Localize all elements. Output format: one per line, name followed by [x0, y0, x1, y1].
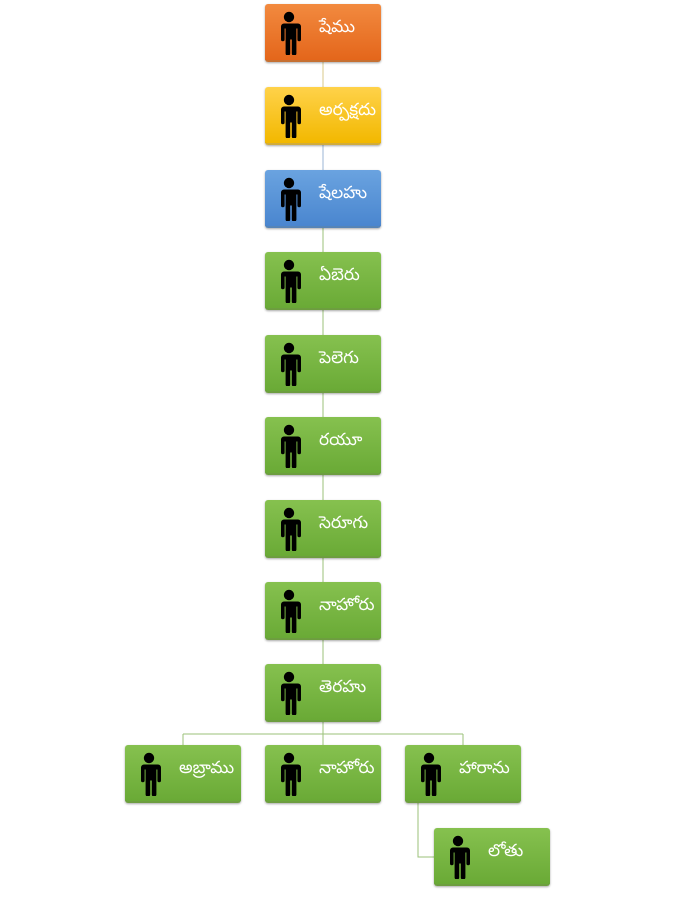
person-node[interactable]: నాహోరు [265, 582, 381, 640]
person-icon [275, 589, 303, 634]
person-name: తెరహు [319, 677, 367, 697]
person-name: అబ్రాము [179, 758, 235, 778]
person-icon [444, 835, 472, 880]
person-name: అర్పక్షదు [319, 100, 377, 120]
person-name: సెరూగు [319, 513, 369, 533]
person-name: నాహోరు [319, 758, 375, 778]
person-icon [415, 752, 443, 797]
person-node[interactable]: నాహోరు [265, 745, 381, 803]
person-node[interactable]: షేలహు [265, 170, 381, 228]
person-name: రయూ [319, 430, 363, 450]
person-node[interactable]: రయూ [265, 417, 381, 475]
person-name: పెలెగు [319, 348, 359, 368]
person-icon [135, 752, 163, 797]
person-name: ఏబెరు [319, 265, 360, 285]
person-icon [275, 424, 303, 469]
person-icon [275, 177, 303, 222]
person-node[interactable]: లోతు [434, 828, 550, 886]
person-icon [275, 342, 303, 387]
person-icon [275, 259, 303, 304]
person-icon [275, 507, 303, 552]
person-name: షేలహు [319, 183, 368, 203]
person-node[interactable]: షేము [265, 4, 381, 62]
person-node[interactable]: సెరూగు [265, 500, 381, 558]
person-icon [275, 11, 303, 56]
person-icon [275, 752, 303, 797]
person-node[interactable]: పెలెగు [265, 335, 381, 393]
person-icon [275, 671, 303, 716]
person-node[interactable]: అర్పక్షదు [265, 87, 381, 145]
person-node[interactable]: ఏబెరు [265, 252, 381, 310]
person-node[interactable]: హారాను [405, 745, 521, 803]
person-node[interactable]: తెరహు [265, 664, 381, 722]
person-icon [275, 94, 303, 139]
person-node[interactable]: అబ్రాము [125, 745, 241, 803]
person-name: హారాను [459, 758, 510, 778]
person-name: షేము [319, 17, 355, 37]
person-name: నాహోరు [319, 595, 375, 615]
person-name: లోతు [488, 841, 524, 861]
connector-line [417, 803, 434, 858]
